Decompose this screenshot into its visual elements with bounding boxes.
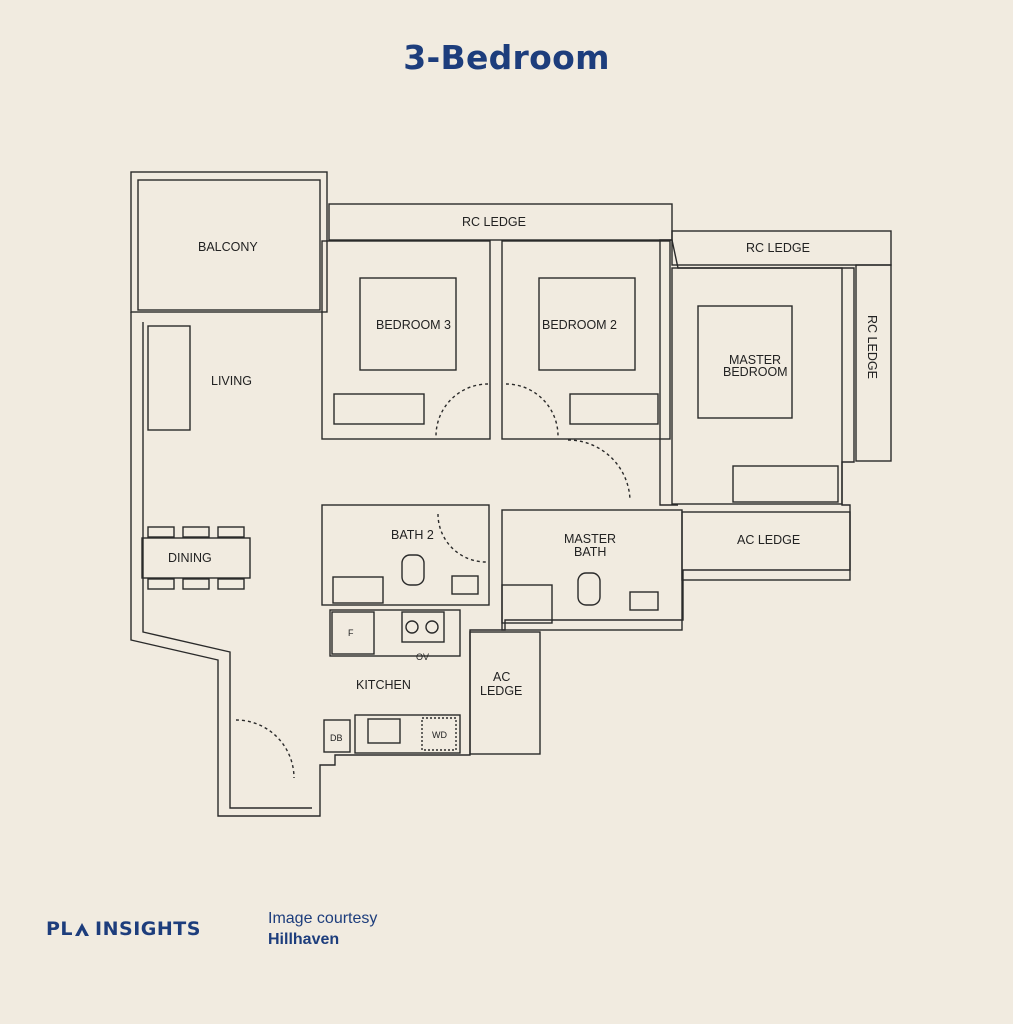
brand-mark-icon [75, 923, 90, 936]
balcony-inner [137, 179, 321, 311]
bath2-walls [321, 504, 490, 606]
ac-ledge-bottom-outline [469, 631, 541, 755]
hob-burner-1 [405, 620, 419, 634]
dining-chair [147, 578, 175, 590]
bath2-toilet [401, 554, 425, 586]
image-credit: Image courtesy Hillhaven [268, 908, 377, 950]
db-outline [323, 719, 351, 753]
label-ac-ledge-bottom-1: AC [493, 670, 510, 684]
rc-ledge-right-outline [671, 230, 892, 266]
rc-ledge-vertical-outline [855, 264, 892, 462]
brand-logo: PL INSIGHTS [46, 918, 201, 940]
bedroom3-bed [359, 277, 457, 371]
master-bath-walls [501, 509, 683, 631]
room-label-balcony: BALCONY [198, 240, 258, 254]
label-rc-ledge-vertical: RC LEDGE [865, 315, 879, 379]
label-rc-ledge-top: RC LEDGE [462, 215, 526, 229]
image-credit-label: Image courtesy [268, 910, 378, 927]
dining-chair [182, 526, 210, 538]
outer-wall [130, 239, 855, 817]
image-credit-source: Hillhaven [268, 931, 340, 948]
master-basin [629, 591, 659, 611]
fixture-label-wd: WD [432, 730, 447, 740]
room-label-dining: DINING [168, 551, 212, 565]
bedroom3-walls [321, 240, 491, 440]
master-toilet [577, 572, 601, 606]
room-label-master-bath-1: MASTER [564, 532, 616, 546]
kitchen-sink [367, 718, 401, 744]
room-label-kitchen: KITCHEN [356, 678, 411, 692]
room-label-bath2: BATH 2 [391, 528, 434, 542]
dining-table [141, 537, 251, 579]
bedroom3-wardrobe [333, 393, 425, 425]
bedroom2-door-swing [505, 383, 559, 437]
dining-chair [217, 578, 245, 590]
room-label-master-bath-2: BATH [574, 545, 606, 559]
label-ac-ledge-right: AC LEDGE [737, 533, 800, 547]
master-wardrobe [732, 465, 839, 503]
outer-wall-inner [142, 322, 312, 809]
page-title: 3-Bedroom [403, 38, 610, 77]
room-label-bedroom2: BEDROOM 2 [542, 318, 617, 332]
bedroom2-walls [501, 240, 671, 440]
master-bed [697, 305, 793, 419]
brand-logo-left: PL [46, 918, 74, 940]
brand-logo-right: INSIGHTS [95, 918, 201, 940]
label-rc-ledge-right-top: RC LEDGE [746, 241, 810, 255]
room-label-master-bedroom-2: BEDROOM [723, 365, 788, 379]
dining-chair [182, 578, 210, 590]
fixture-label-fridge: F [348, 628, 354, 638]
bath2-basin [451, 575, 479, 595]
bedroom2-bed [538, 277, 636, 371]
bedroom3-door-swing [435, 383, 489, 437]
entrance-door-swing [235, 719, 295, 779]
sofa [147, 325, 191, 431]
hob-outline [401, 611, 445, 643]
master-bedroom-walls [671, 267, 843, 505]
bedroom2-wardrobe [569, 393, 659, 425]
label-ac-ledge-bottom-2: LEDGE [480, 684, 522, 698]
rc-ledge-top-outline [328, 203, 673, 241]
dining-chair [147, 526, 175, 538]
ac-ledge-right-outline [681, 511, 851, 581]
kitchen-counter-bottom [354, 714, 461, 754]
room-label-living: LIVING [211, 374, 252, 388]
fixture-label-db: DB [330, 733, 343, 743]
master-bath-shower [501, 584, 553, 624]
master-door-swing [567, 439, 631, 501]
washer-dryer-outline [421, 717, 457, 751]
bath2-shower [332, 576, 384, 604]
room-label-bedroom3: BEDROOM 3 [376, 318, 451, 332]
fridge-outline [331, 611, 375, 655]
hob-burner-2 [425, 620, 439, 634]
fixture-label-oven: OV [416, 652, 429, 662]
room-label-master-bedroom-1: MASTER [729, 353, 781, 367]
dining-chair [217, 526, 245, 538]
bath2-door-swing [437, 513, 487, 563]
balcony-outline [130, 171, 328, 313]
kitchen-counter-top [329, 609, 461, 657]
